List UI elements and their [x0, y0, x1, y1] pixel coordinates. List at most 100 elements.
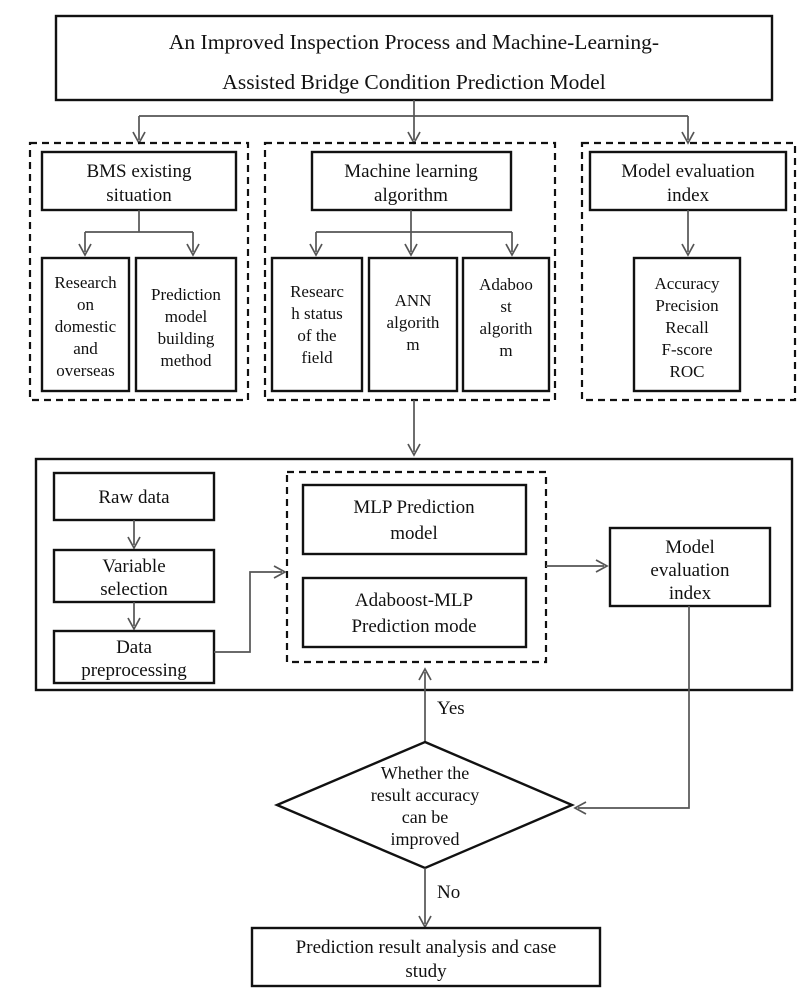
- evaluation-to-decision-connector: [573, 606, 690, 815]
- raw-data-box: Raw data: [52, 471, 216, 522]
- variable-selection-box: Variable selection: [52, 548, 216, 604]
- bms-head-box: BMS existing situation: [40, 150, 238, 212]
- bms-child-1-line-2: on: [77, 295, 95, 314]
- bms-child-box-2: Prediction model building method: [134, 256, 238, 393]
- group-bms-existing-situation: BMS existing situation Research on domes…: [28, 141, 250, 402]
- arrowhead-to-pipeline: [407, 443, 421, 457]
- no-label: No: [437, 882, 460, 903]
- eval-connector: [681, 210, 695, 257]
- data-preprocessing-line-1: Data: [116, 637, 152, 658]
- bms-child-2-line-2: model: [165, 307, 208, 326]
- raw-data-label: Raw data: [98, 487, 170, 508]
- result-box: Prediction result analysis and case stud…: [250, 926, 602, 988]
- bms-child-1-line-5: overseas: [56, 361, 115, 380]
- bms-child-2-line-3: building: [158, 329, 215, 348]
- ml-child-1-line-2: h status: [291, 304, 342, 323]
- adaboost-model-line-2: Prediction mode: [351, 616, 476, 637]
- ml-child-1-line-1: Researc: [290, 282, 344, 301]
- result-line-2: study: [405, 961, 447, 982]
- ml-child-3-line-3: algorith: [480, 319, 533, 338]
- models-to-evaluation-connector: [546, 559, 609, 573]
- data-preprocessing-line-2: preprocessing: [81, 660, 187, 681]
- eval-metric-1: Accuracy: [654, 274, 720, 293]
- ml-child-2-line-1: ANN: [395, 291, 432, 310]
- bms-head-line-2: situation: [106, 185, 172, 206]
- ml-head-line-2: algorithm: [374, 185, 448, 206]
- variable-to-preprocessing-connector: [127, 602, 141, 631]
- decision-yes-connector: Yes: [418, 667, 465, 742]
- groups-to-pipeline-connector: [407, 400, 421, 457]
- pipeline-evaluation-box: Model evaluation index: [608, 526, 772, 608]
- arrowhead-ml-child-3: [505, 243, 519, 257]
- group-machine-learning-algorithm: Machine learning algorithm Researc h sta…: [263, 141, 557, 402]
- variable-selection-line-2: selection: [100, 579, 168, 600]
- bms-branch-connectors: [78, 210, 200, 257]
- ml-child-2-line-3: m: [406, 335, 419, 354]
- yes-label: Yes: [437, 698, 465, 719]
- raw-to-variable-connector: [127, 520, 141, 550]
- mlp-model-line-2: model: [390, 523, 438, 544]
- ml-child-1-line-3: of the: [297, 326, 336, 345]
- ml-head-line-1: Machine learning: [344, 161, 478, 182]
- title-line-1: An Improved Inspection Process and Machi…: [169, 30, 659, 54]
- models-dashed-group: MLP Prediction model Adaboost-MLP Predic…: [285, 470, 548, 664]
- pipeline-evaluation-line-1: Model: [665, 537, 715, 558]
- pipeline-evaluation-line-3: index: [669, 583, 712, 604]
- adaboost-model-line-1: Adaboost-MLP: [355, 590, 473, 611]
- decision-line-2: result accuracy: [371, 785, 479, 805]
- eval-metric-3: Recall: [665, 318, 709, 337]
- decision-line-3: can be: [402, 807, 448, 827]
- ml-child-box-1: Researc h status of the field: [270, 256, 364, 393]
- arrowhead-yes-to-models: [418, 667, 432, 681]
- ml-child-3-line-2: st: [500, 297, 512, 316]
- arrowhead-to-eval: [681, 131, 695, 145]
- ml-child-box-2: ANN algorith m: [367, 256, 459, 393]
- decision-no-connector: No: [418, 868, 460, 929]
- eval-head-line-2: index: [667, 185, 710, 206]
- arrowhead-bms-child-2: [186, 243, 200, 257]
- preprocessing-to-models-connector: [214, 565, 287, 653]
- bms-child-box-1: Research on domestic and overseas: [40, 256, 131, 393]
- ml-child-box-3: Adaboo st algorith m: [461, 256, 551, 393]
- adaboost-mlp-prediction-model-box: Adaboost-MLP Prediction mode: [301, 576, 528, 649]
- variable-selection-line-1: Variable: [102, 556, 165, 577]
- decision-line-1: Whether the: [381, 763, 469, 783]
- arrowhead-raw-to-variable: [127, 536, 141, 550]
- bms-child-1-line-1: Research: [54, 273, 117, 292]
- pipeline-container: Raw data Variable selection Data preproc…: [34, 457, 794, 692]
- eval-metric-2: Precision: [655, 296, 719, 315]
- eval-metric-4: F-score: [662, 340, 713, 359]
- bms-child-1-line-4: and: [73, 339, 98, 358]
- bms-child-1-line-3: domestic: [55, 317, 117, 336]
- arrowhead-preprocessing-to-models: [273, 565, 287, 579]
- arrowhead-models-to-evaluation: [595, 559, 609, 573]
- ml-child-2-line-2: algorith: [387, 313, 440, 332]
- title-line-2: Assisted Bridge Condition Prediction Mod…: [222, 70, 605, 94]
- bms-head-line-1: BMS existing: [86, 161, 192, 182]
- title-fanout-connectors: [132, 100, 695, 145]
- bms-child-2-line-1: Prediction: [151, 285, 221, 304]
- eval-metric-5: ROC: [670, 362, 705, 381]
- arrowhead-ml-child-1: [309, 243, 323, 257]
- mlp-prediction-model-box: MLP Prediction model: [301, 483, 528, 556]
- arrowhead-variable-to-preprocessing: [127, 617, 141, 631]
- eval-metrics-box: Accuracy Precision Recall F-score ROC: [632, 256, 742, 393]
- ml-child-3-line-1: Adaboo: [479, 275, 533, 294]
- mlp-model-line-1: MLP Prediction: [353, 497, 475, 518]
- pipeline-evaluation-line-2: evaluation: [650, 560, 730, 581]
- result-line-1: Prediction result analysis and case: [296, 937, 557, 958]
- ml-head-box: Machine learning algorithm: [310, 150, 513, 212]
- eval-head-box: Model evaluation index: [588, 150, 788, 212]
- group-model-evaluation-index: Model evaluation index Accuracy Precisio…: [580, 141, 797, 402]
- decision-diamond: Whether the result accuracy can be impro…: [273, 740, 576, 870]
- eval-head-line-1: Model evaluation: [621, 161, 755, 182]
- data-preprocessing-box: Data preprocessing: [52, 629, 216, 685]
- arrowhead-eval-metrics: [681, 243, 695, 257]
- ml-child-1-line-4: field: [301, 348, 333, 367]
- title-box: An Improved Inspection Process and Machi…: [54, 14, 774, 102]
- ml-branch-connectors: [309, 210, 519, 257]
- arrowhead-ml-child-2: [404, 243, 418, 257]
- ml-child-3-line-4: m: [499, 341, 512, 360]
- arrowhead-evaluation-to-decision: [573, 801, 587, 815]
